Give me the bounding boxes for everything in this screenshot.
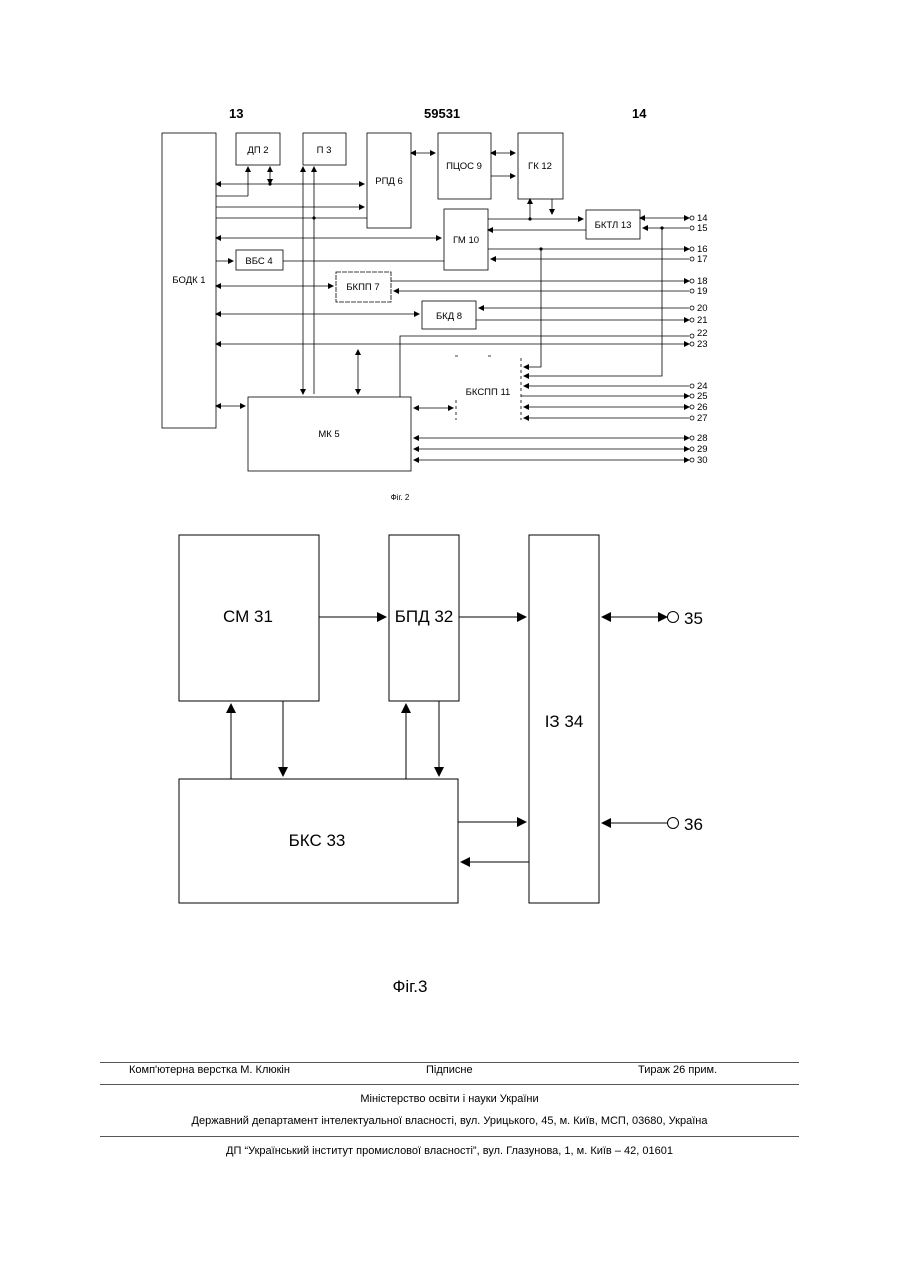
footer-signed: Підписне [426, 1064, 473, 1076]
fig3-caption: Фіг.3 [392, 977, 427, 996]
label-mk: МК 5 [318, 429, 339, 440]
label-pcos: ПЦОС 9 [446, 161, 482, 172]
label-dp: ДП 2 [247, 145, 268, 156]
label-rpd: РПД 6 [375, 176, 403, 187]
footer-layout-credit: Комп'ютерна верстка М. Клюкін [129, 1064, 290, 1076]
label-bkspp: БКСПП 11 [466, 387, 511, 398]
footer-rule-middle [100, 1084, 799, 1085]
label-p: П 3 [317, 145, 332, 156]
label-iz: ІЗ 34 [545, 712, 584, 731]
fig2-caption: Фіг. 2 [391, 493, 410, 502]
terminal-label: 21 [697, 315, 708, 326]
terminal-label: 22 [697, 328, 708, 339]
terminal-label: 27 [697, 413, 708, 424]
terminal-label: 30 [697, 455, 708, 466]
label-bpd: БПД 32 [395, 607, 454, 626]
terminal-36-circle [668, 818, 679, 829]
label-bodk: БОДК 1 [172, 275, 205, 286]
fig3-diagram [179, 535, 679, 903]
footer-ministry: Міністерство освіти і науки України [100, 1093, 799, 1105]
label-gk: ГК 12 [528, 161, 552, 172]
label-gm: ГМ 10 [453, 235, 479, 246]
fig2-diagram [162, 133, 694, 471]
footer-department: Державний департамент інтелектуальної вл… [100, 1115, 799, 1127]
footer-rule-top [100, 1062, 799, 1063]
footer-institute: ДП “Український інститут промислової вла… [100, 1145, 799, 1157]
terminal-label-36: 36 [684, 815, 703, 834]
footer-circulation: Тираж 26 прим. [638, 1064, 717, 1076]
terminal-35-circle [668, 612, 679, 623]
label-sm: СМ 31 [223, 607, 273, 626]
terminal-label: 29 [697, 444, 708, 455]
label-bks: БКС 33 [289, 831, 346, 850]
terminal-label: 15 [697, 223, 708, 234]
label-bktl: БКТЛ 13 [595, 220, 632, 231]
terminal-label: 25 [697, 391, 708, 402]
terminal-label: 19 [697, 286, 708, 297]
label-vbs: ВБС 4 [245, 256, 272, 267]
terminal-label: 26 [697, 402, 708, 413]
terminal-label: 20 [697, 303, 708, 314]
terminal-label: 28 [697, 433, 708, 444]
terminal-label-35: 35 [684, 609, 703, 628]
footer-rule-bottom [100, 1136, 799, 1137]
fig2-terminal-circles [690, 216, 694, 462]
terminal-label: 23 [697, 339, 708, 350]
label-bkpp: БКПП 7 [346, 282, 379, 293]
fig2-terminal-labels: 14 15 16 17 18 19 20 21 22 23 24 25 26 2… [697, 213, 708, 466]
label-bkd: БКД 8 [436, 311, 462, 322]
terminal-label: 17 [697, 254, 708, 265]
